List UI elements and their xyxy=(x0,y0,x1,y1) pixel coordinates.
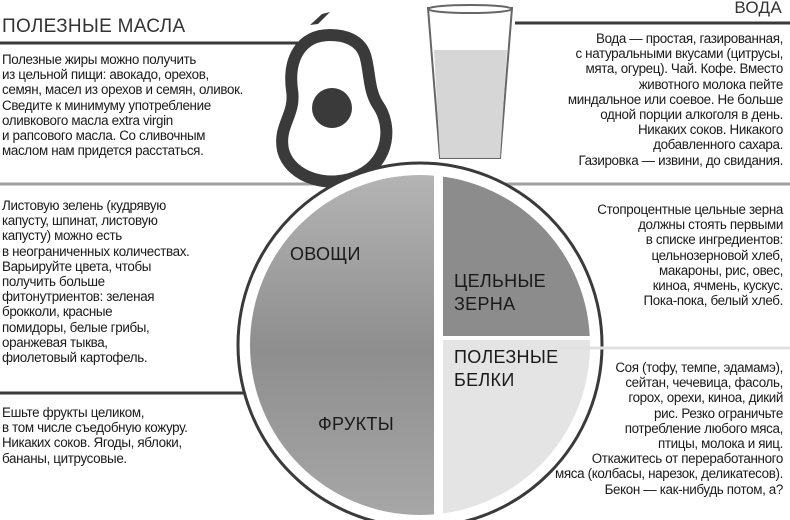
water-glass-icon xyxy=(426,4,514,159)
fruits-text: Ешьте фрукты целиком, в том числе съедоб… xyxy=(2,405,188,466)
vegetables-label: ОВОЩИ xyxy=(290,244,361,264)
vegetables-text: Листовую зелень (кудрявую капусту, шпина… xyxy=(2,198,190,366)
oils-title: ПОЛЕЗНЫЕ МАСЛА xyxy=(2,16,186,37)
avocado-icon xyxy=(276,12,393,188)
proteins-label: ПОЛЕЗНЫЕ БЕЛКИ xyxy=(454,347,559,390)
fruits-label: ФРУКТЫ xyxy=(318,414,394,434)
oils-text: Полезные жиры можно получить из цельной … xyxy=(2,52,243,159)
grains-label: ЦЕЛЬНЫЕ ЗЕРНА xyxy=(454,271,546,314)
proteins-text: Соя (тофу, темпе, эдамамэ), сейтан, чече… xyxy=(555,360,783,497)
grains-text: Стопроцентные цельные зерна должны стоят… xyxy=(597,202,783,309)
water-text: Вода — простая, газированная, с натураль… xyxy=(567,31,783,168)
water-title: ВОДА xyxy=(734,0,782,17)
vegetables-fruits-section xyxy=(250,175,434,515)
